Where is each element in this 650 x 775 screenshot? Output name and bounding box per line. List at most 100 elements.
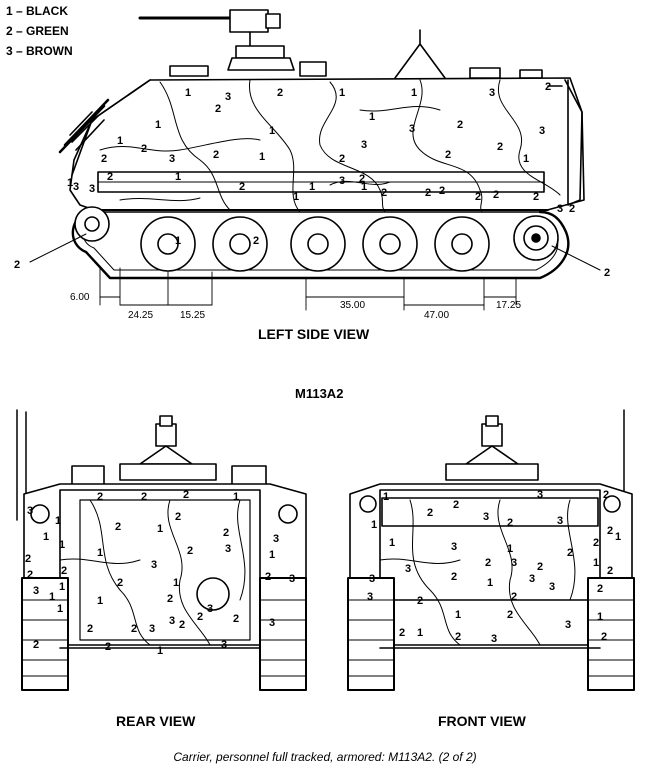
side-zone-number: 2 <box>545 81 551 93</box>
rear-zone-number: 1 <box>157 645 163 657</box>
rear-zone-number: 2 <box>265 571 271 583</box>
side-zone-number: 2 <box>215 103 221 115</box>
side-zone-number: 2 <box>425 187 431 199</box>
side-zone-number: 3 <box>489 87 495 99</box>
front-zone-number: 3 <box>367 591 373 603</box>
front-zone-number: 1 <box>371 519 377 531</box>
rear-zone-number: 1 <box>59 539 65 551</box>
side-zone-number: 1 <box>259 151 265 163</box>
rear-zone-number: 3 <box>225 543 231 555</box>
dim-6: 6.00 <box>70 292 90 303</box>
rear-zone-number: 2 <box>87 623 93 635</box>
side-zone-number: 3 <box>409 123 415 135</box>
rear-zone-number: 2 <box>167 593 173 605</box>
rear-view-vehicle <box>16 409 307 691</box>
dim-17: 17.25 <box>496 300 521 311</box>
side-zone-number: 1 <box>361 181 367 193</box>
side-zone-number: 2 <box>381 187 387 199</box>
rear-zone-number: 2 <box>187 545 193 557</box>
rear-zone-number: 3 <box>149 623 155 635</box>
front-zone-number: 3 <box>405 563 411 575</box>
rear-zone-number: 1 <box>57 603 63 615</box>
rear-zone-number: 1 <box>269 549 275 561</box>
front-zone-number: 2 <box>607 525 613 537</box>
rear-zone-number: 3 <box>289 573 295 585</box>
side-zone-number: 3 <box>169 153 175 165</box>
side-zone-number: 1 <box>175 235 181 247</box>
side-zone-number: 2 <box>239 181 245 193</box>
side-zone-number: 2 <box>457 119 463 131</box>
legend-black: 1 – BLACK <box>6 4 69 18</box>
callout-right-sprocket: 2 <box>604 267 610 279</box>
side-zone-number: 1 <box>269 125 275 137</box>
rear-zone-number: 2 <box>175 511 181 523</box>
rear-zone-number: 3 <box>273 533 279 545</box>
rear-zone-number: 2 <box>179 619 185 631</box>
side-zone-number: 2 <box>497 141 503 153</box>
side-zone-number: 2 <box>101 153 107 165</box>
front-zone-number: 2 <box>507 517 513 529</box>
side-zone-number: 1 <box>309 181 315 193</box>
rear-zone-number: 2 <box>117 577 123 589</box>
legend-brown: 3 – BROWN <box>6 44 73 58</box>
rear-camo-boundaries <box>59 499 246 646</box>
side-zone-number: 1 <box>293 191 299 203</box>
side-zone-number: 3 <box>89 183 95 195</box>
side-zone-number: 2 <box>253 235 259 247</box>
side-zone-number: 1 <box>411 87 417 99</box>
front-zone-number: 1 <box>417 627 423 639</box>
rear-zone-number: 3 <box>221 639 227 651</box>
side-zone-number: 3 <box>73 181 79 193</box>
rear-zone-number: 2 <box>183 489 189 501</box>
front-zone-number: 1 <box>487 577 493 589</box>
side-view-vehicle <box>29 9 601 311</box>
front-zone-number: 1 <box>597 611 603 623</box>
rear-zone-number: 3 <box>269 617 275 629</box>
front-zone-number: 1 <box>389 537 395 549</box>
side-zone-number: 2 <box>107 171 113 183</box>
rear-zone-number: 3 <box>169 615 175 627</box>
dim-47: 47.00 <box>424 310 449 321</box>
side-zone-number: 1 <box>523 153 529 165</box>
side-zone-number: 2 <box>277 87 283 99</box>
front-zone-number: 2 <box>427 507 433 519</box>
side-zone-number: 1 <box>175 171 181 183</box>
front-zone-number: 3 <box>565 619 571 631</box>
front-zone-number: 3 <box>537 489 543 501</box>
front-zone-number: 2 <box>485 557 491 569</box>
side-zone-number: 1 <box>117 135 123 147</box>
side-zone-number: 1 <box>339 87 345 99</box>
front-zone-number: 1 <box>507 543 513 555</box>
rear-zone-number: 2 <box>27 569 33 581</box>
rear-zone-number: 2 <box>131 623 137 635</box>
rear-zone-number: 1 <box>173 577 179 589</box>
rear-zone-number: 3 <box>151 559 157 571</box>
dim-15: 15.25 <box>180 310 205 321</box>
figure-caption: Carrier, personnel full tracked, armored… <box>173 750 477 764</box>
front-zone-number: 2 <box>455 631 461 643</box>
front-zone-number: 1 <box>615 531 621 543</box>
rear-zone-number: 2 <box>223 527 229 539</box>
front-zone-number: 3 <box>529 573 535 585</box>
side-zone-number: 2 <box>533 191 539 203</box>
machine-gun-icon <box>138 9 295 71</box>
front-zone-number: 3 <box>369 573 375 585</box>
front-zone-number: 3 <box>549 581 555 593</box>
side-zone-number: 2 <box>359 173 365 185</box>
side-zone-number: 2 <box>213 149 219 161</box>
side-zone-number: 1 <box>155 119 161 131</box>
side-zone-number: 3 <box>225 91 231 103</box>
dim-35: 35.00 <box>340 300 365 311</box>
rear-zone-number: 1 <box>43 531 49 543</box>
rear-zone-number: 2 <box>141 491 147 503</box>
rear-zone-number: 1 <box>55 515 61 527</box>
side-zone-number: 2 <box>141 143 147 155</box>
front-zone-number: 3 <box>491 633 497 645</box>
front-zone-number: 1 <box>593 557 599 569</box>
front-zone-number: 2 <box>603 489 609 501</box>
rear-zone-number: 1 <box>157 523 163 535</box>
side-zone-number: 3 <box>539 125 545 137</box>
side-dimension-lines <box>99 267 517 311</box>
side-zone-number: 2 <box>439 185 445 197</box>
